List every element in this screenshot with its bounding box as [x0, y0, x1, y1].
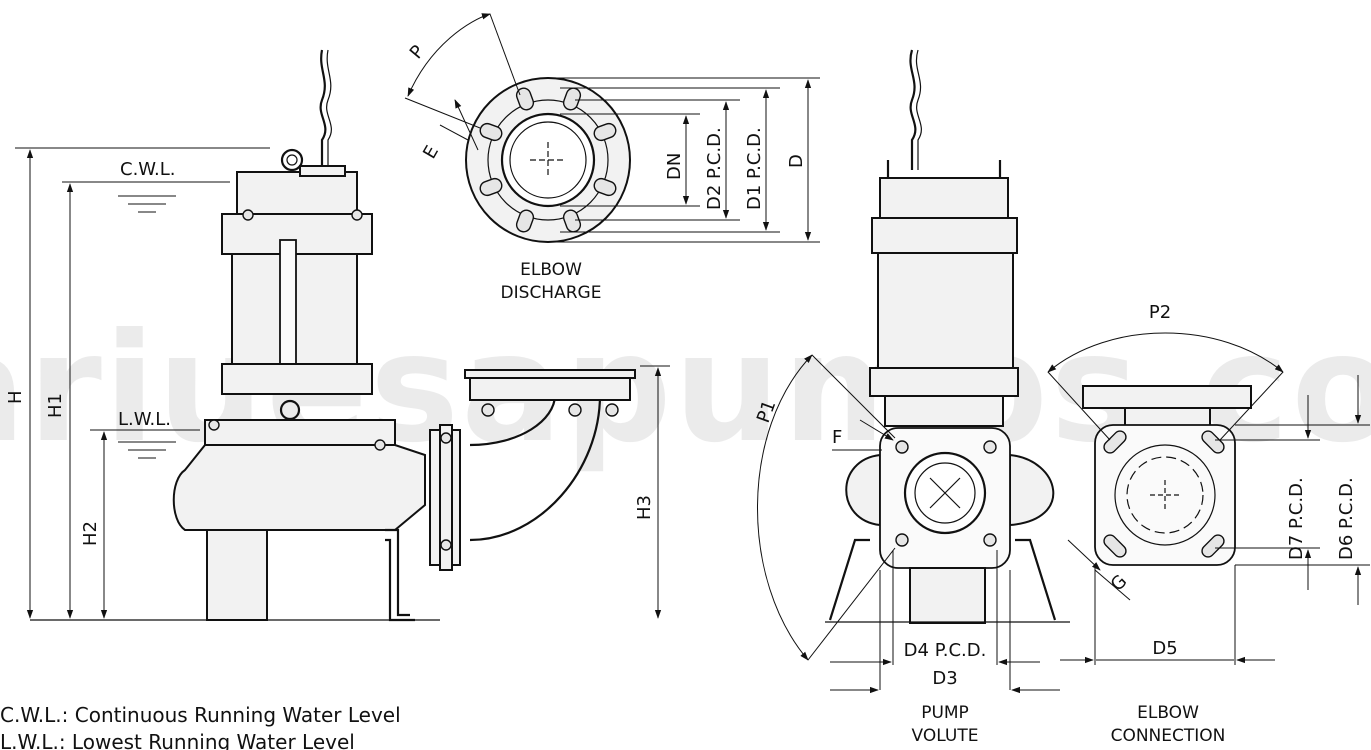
d7-label: D7 P.C.D.: [1286, 477, 1307, 560]
g-label: G: [1107, 571, 1132, 596]
d1-label: D1 P.C.D.: [744, 127, 765, 210]
pump-volute-caption-1: PUMP: [921, 703, 969, 723]
f-label: F: [832, 427, 842, 448]
h2-label: H2: [80, 521, 101, 546]
elbow-connection-caption-1: ELBOW: [1137, 703, 1199, 723]
lwl-note: L.W.L.: Lowest Running Water Level: [0, 730, 355, 750]
h3-label: H3: [634, 495, 655, 520]
d2-label: D2 P.C.D.: [704, 127, 725, 210]
lwl-label: L.W.L.: [118, 409, 171, 430]
pump-volute-dimensions: [757, 354, 1060, 694]
elbow-connection-view: [1082, 385, 1252, 566]
elbow-connection-dimensions: [1047, 332, 1370, 665]
dn-label: DN: [664, 153, 685, 180]
d4-label: D4 P.C.D.: [904, 640, 987, 661]
pump-front-view: [825, 49, 1070, 624]
p2-label: P2: [1149, 302, 1171, 323]
cwl-note: C.W.L.: Continuous Running Water Level: [0, 703, 401, 727]
d3-label: D3: [932, 668, 957, 689]
pump-volute-caption-2: VOLUTE: [912, 726, 979, 746]
h1-label: H1: [45, 393, 66, 418]
d6-label: D6 P.C.D.: [1336, 477, 1357, 560]
p-label: P: [406, 41, 429, 63]
elbow-discharge-dimensions: [404, 13, 820, 243]
elbow-discharge-caption-2: DISCHARGE: [501, 283, 602, 303]
d5-label: D5: [1152, 638, 1177, 659]
cwl-label: C.W.L.: [120, 159, 176, 180]
elbow-connection-caption-2: CONNECTION: [1111, 726, 1226, 746]
d-label: D: [786, 154, 807, 168]
e-label: E: [419, 142, 443, 162]
elbow-discharge-view: [465, 77, 631, 243]
left-dimensions: [15, 147, 670, 619]
elbow-discharge-caption-1: ELBOW: [520, 260, 582, 280]
h-label: H: [5, 390, 26, 404]
pump-side-view: [30, 49, 636, 622]
